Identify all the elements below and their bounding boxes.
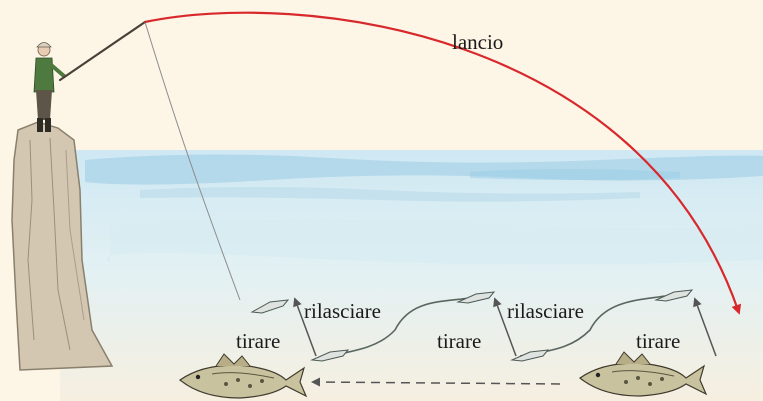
water-area: [60, 150, 763, 401]
pull-label-3: tirare: [636, 329, 680, 353]
release-label-1: rilasciare: [304, 299, 381, 323]
cast-label: lancio: [452, 30, 503, 54]
fishing-rod: [60, 22, 145, 80]
pull-label-1: tirare: [236, 329, 280, 353]
release-label-2: rilasciare: [507, 299, 584, 323]
pull-label-2: tirare: [437, 329, 481, 353]
angler-figure: [34, 43, 64, 133]
